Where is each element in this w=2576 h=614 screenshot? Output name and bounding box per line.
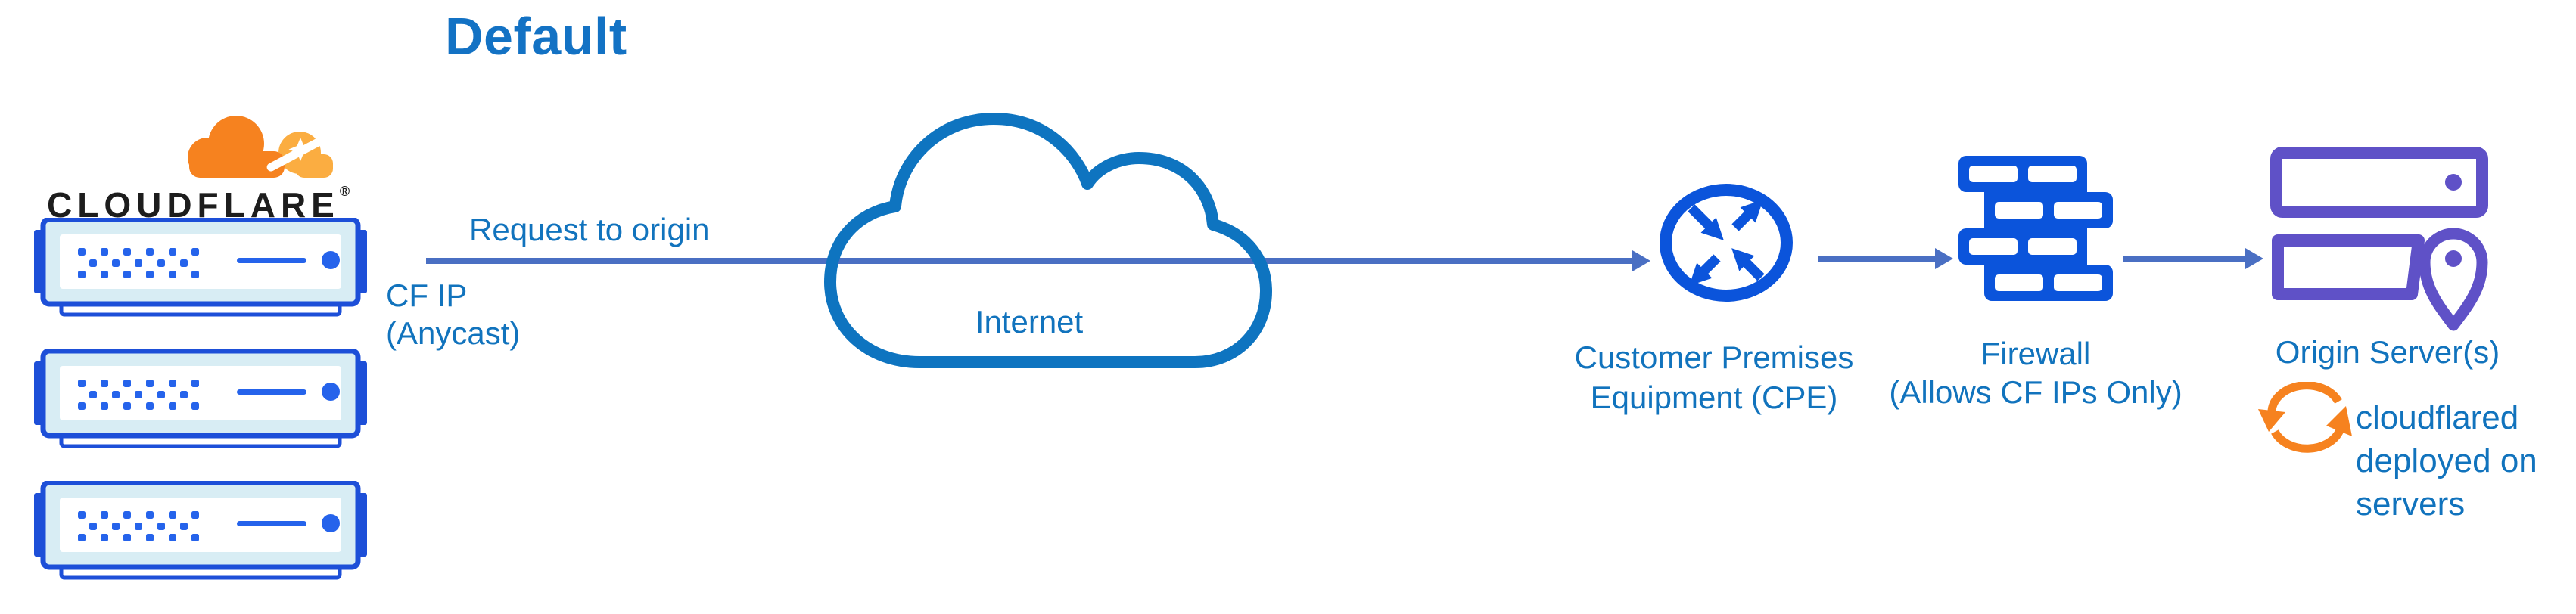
server-slot-line bbox=[237, 389, 306, 395]
registered-mark: ® bbox=[339, 184, 350, 199]
cf-server-icon bbox=[34, 349, 367, 448]
server-power-led bbox=[322, 514, 340, 532]
server-slot-line bbox=[237, 521, 306, 526]
cf-server-icon bbox=[34, 218, 367, 317]
flow-arrow-firewall-to-origin bbox=[2123, 248, 2263, 269]
cpe-label-line1: Customer Premises bbox=[1574, 340, 1854, 375]
cpe-router-icon bbox=[1660, 184, 1793, 302]
origin-server-icon bbox=[2270, 147, 2488, 331]
internet-cloud-icon bbox=[824, 113, 1272, 368]
cpe-label: Customer Premises Equipment (CPE) bbox=[1544, 337, 1884, 417]
cloudflare-logo-icon bbox=[188, 116, 333, 178]
cloudflared-note: cloudflared deployed on servers bbox=[2356, 396, 2537, 526]
firewall-label-line2: (Allows CF IPs Only) bbox=[1889, 374, 2182, 410]
cpe-label-line2: Equipment (CPE) bbox=[1590, 380, 1838, 415]
internet-label: Internet bbox=[975, 304, 1084, 340]
server-dot-matrix bbox=[78, 511, 199, 541]
cloudflared-note-line1: cloudflared bbox=[2356, 399, 2519, 436]
sync-icon bbox=[2258, 382, 2352, 453]
request-to-origin-label: Request to origin bbox=[469, 212, 710, 247]
anycast-line: (Anycast) bbox=[386, 315, 521, 351]
server-power-led bbox=[322, 383, 340, 401]
cloudflared-note-line3: servers bbox=[2356, 485, 2466, 523]
cloudflared-note-line2: deployed on bbox=[2356, 442, 2537, 479]
firewall-label-line1: Firewall bbox=[1980, 336, 2091, 371]
flow-arrow-cpe-to-firewall bbox=[1818, 248, 1953, 269]
origin-server-label: Origin Server(s) bbox=[2275, 334, 2500, 370]
server-dot-matrix bbox=[78, 380, 199, 410]
firewall-icon bbox=[1958, 156, 2113, 301]
firewall-label: Firewall (Allows CF IPs Only) bbox=[1865, 334, 2206, 411]
cf-ip-line: CF IP bbox=[386, 278, 468, 313]
server-power-led bbox=[322, 251, 340, 269]
server-dot-matrix bbox=[78, 248, 199, 278]
cf-ip-anycast-label: CF IP (Anycast) bbox=[386, 277, 520, 352]
cf-server-icon bbox=[34, 481, 367, 580]
page-title: Default bbox=[445, 7, 627, 66]
location-pin-icon bbox=[2419, 228, 2488, 331]
flow-arrow-edge-to-cpe bbox=[426, 250, 1650, 271]
server-slot-line bbox=[237, 258, 306, 263]
